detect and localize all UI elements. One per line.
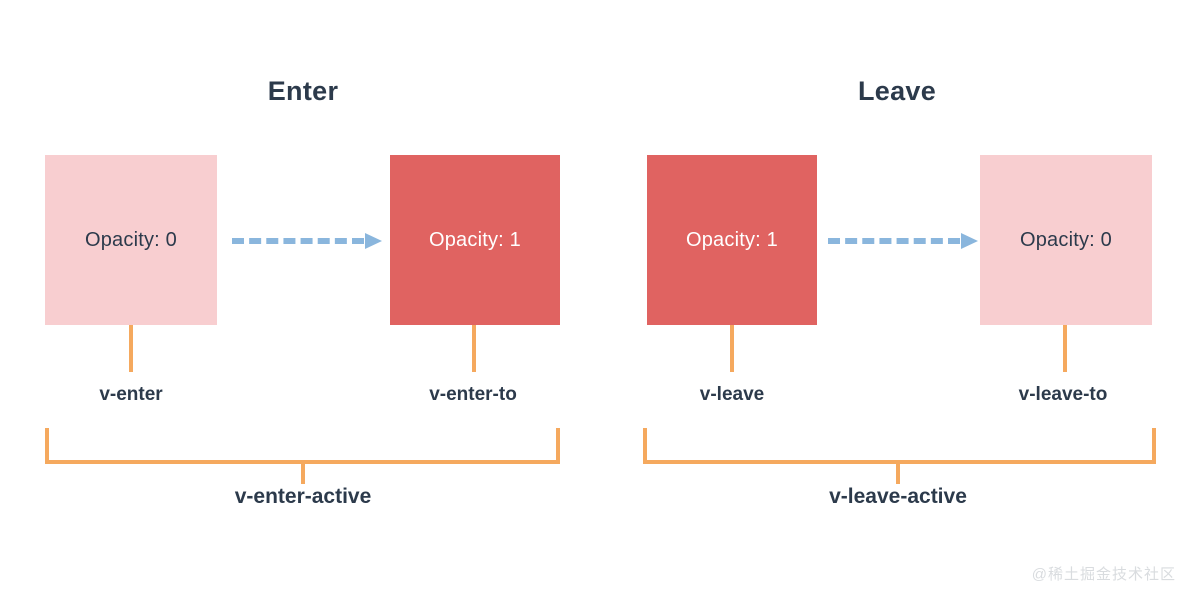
leave-from-box-label: Opacity: 1: [685, 228, 779, 251]
leave-active-connector: [896, 464, 900, 484]
section-title-enter: Enter: [267, 76, 339, 106]
enter-from-box-label: Opacity: 0: [84, 228, 178, 251]
leave-from-class-label: v-leave: [699, 384, 765, 405]
leave-from-connector: [730, 325, 734, 372]
leave-to-connector: [1063, 325, 1067, 372]
enter-dashed-arrow-right-icon: [232, 233, 384, 249]
enter-from-class-label: v-enter: [99, 384, 163, 405]
leave-to-box: Opacity: 0: [980, 155, 1152, 325]
enter-from-connector: [129, 325, 133, 372]
enter-active-connector: [301, 464, 305, 484]
enter-to-class-label: v-enter-to: [429, 384, 517, 405]
enter-to-connector: [472, 325, 476, 372]
leave-from-box: Opacity: 1: [647, 155, 817, 325]
arrow-head: [365, 233, 382, 249]
enter-active-bracket: [45, 428, 560, 464]
enter-from-box: Opacity: 0: [45, 155, 217, 325]
arrow-shaft: [828, 238, 960, 244]
leave-to-class-label: v-leave-to: [1018, 384, 1108, 405]
arrow-head: [961, 233, 978, 249]
leave-active-class-label: v-leave-active: [829, 485, 967, 508]
leave-active-bracket: [643, 428, 1156, 464]
enter-to-box: Opacity: 1: [390, 155, 560, 325]
enter-active-class-label: v-enter-active: [234, 485, 372, 508]
leave-to-box-label: Opacity: 0: [1019, 228, 1113, 251]
leave-dashed-arrow-right-icon: [828, 233, 980, 249]
arrow-shaft: [232, 238, 364, 244]
section-title-leave: Leave: [857, 76, 937, 106]
watermark: @稀土掘金技术社区: [1031, 566, 1176, 583]
enter-to-box-label: Opacity: 1: [428, 228, 522, 251]
